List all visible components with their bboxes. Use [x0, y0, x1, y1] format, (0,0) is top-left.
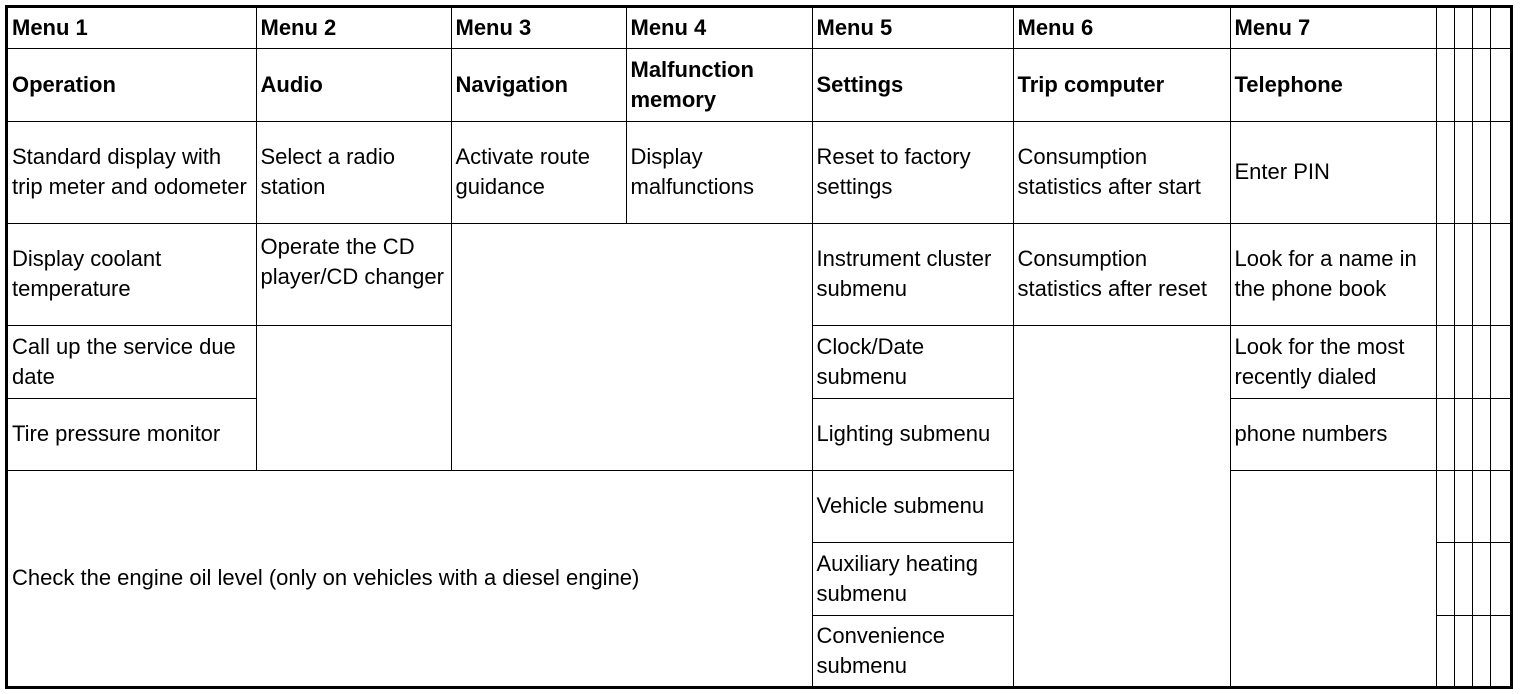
settings-item: Auxiliary heating submenu: [812, 541, 1014, 616]
navigation-item: Activate route guidance: [450, 120, 627, 224]
settings-item: Convenience submenu: [812, 614, 1014, 686]
spare-cell: [1489, 47, 1510, 122]
audio-item: Operate the CD player/CD changer: [255, 222, 452, 326]
spare-cell: [1453, 614, 1473, 686]
menu-2-number: Menu 2: [255, 8, 452, 49]
spare-cell: [1435, 469, 1455, 543]
menu-2-title: Audio: [255, 47, 452, 122]
spare-cell: [1471, 541, 1491, 616]
operation-item: Tire pressure monitor: [8, 397, 257, 471]
menu-5-title: Settings: [811, 47, 1014, 122]
operation-item: Call up the service due date: [8, 324, 257, 399]
operation-item: Display coolant temperature: [8, 222, 257, 326]
menu-4-title: Malfunction memory: [625, 47, 813, 122]
table-row: Check the engine oil level (only on vehi…: [8, 469, 1510, 687]
spare-cell: [1453, 324, 1473, 399]
telephone-item: Enter PIN: [1229, 120, 1437, 224]
spare-cell: [1489, 222, 1510, 326]
spare-cell: [1453, 47, 1473, 122]
spare-cell: [1435, 614, 1455, 686]
spare-cell: [1489, 8, 1510, 49]
spare-cell: [1471, 614, 1491, 686]
spare-cell: [1435, 120, 1455, 224]
spare-cell: [1453, 120, 1473, 224]
telephone-item: Look for a name in the phone book: [1229, 222, 1437, 326]
menu-overview-page: Menu 1 Menu 2 Menu 3 Menu 4 Menu 5 Menu …: [5, 5, 1513, 689]
header-row-menu-numbers: Menu 1 Menu 2 Menu 3 Menu 4 Menu 5 Menu …: [8, 8, 1510, 49]
trip-computer-item: Consumption statistics after start: [1012, 120, 1231, 224]
spare-cell: [1489, 469, 1510, 543]
menu-3-number: Menu 3: [450, 8, 627, 49]
table-row: Standard display with trip meter and odo…: [8, 120, 1510, 224]
spare-cell: [1453, 8, 1473, 49]
settings-item: Clock/Date submenu: [811, 324, 1014, 399]
spare-cell: [1471, 222, 1491, 326]
menu-overview-table: Menu 1 Menu 2 Menu 3 Menu 4 Menu 5 Menu …: [8, 8, 1510, 687]
telephone-item: Look for the most recently dialed: [1229, 324, 1437, 399]
spare-cell: [1471, 120, 1491, 224]
table-row: Tire pressure monitor Lighting submenu p…: [8, 397, 1510, 471]
spare-cell: [1453, 397, 1473, 471]
spare-cell: [1453, 222, 1473, 326]
table-row: Display coolant temperature Operate the …: [8, 222, 1510, 471]
menu-4-number: Menu 4: [625, 8, 813, 49]
menu-6-number: Menu 6: [1012, 8, 1231, 49]
trip-computer-item: Consumption statistics after reset: [1012, 222, 1231, 326]
settings-item: Reset to factory settings: [811, 120, 1014, 224]
spare-cell: [1489, 541, 1510, 616]
empty-cell: [1012, 324, 1231, 687]
spare-cell: [1453, 469, 1473, 543]
telephone-item: phone numbers: [1229, 397, 1437, 471]
operation-item: Standard display with trip meter and odo…: [8, 120, 257, 224]
audio-item: Select a radio station: [255, 120, 452, 224]
empty-cell: [1229, 469, 1437, 687]
settings-item: Instrument cluster submenu: [811, 222, 1014, 326]
menu-5-number: Menu 5: [811, 8, 1014, 49]
menu-6-title: Trip computer: [1012, 47, 1231, 122]
spare-cell: [1435, 324, 1455, 399]
shared-note: Check the engine oil level (only on vehi…: [8, 469, 813, 687]
menu-1-number: Menu 1: [8, 8, 257, 49]
table-row: Call up the service due date Clock/Date …: [8, 324, 1510, 687]
table-row: Auxiliary heating submenu: [8, 541, 1510, 616]
spare-cell: [1453, 541, 1473, 616]
spare-cell: [1471, 8, 1491, 49]
menu-7-number: Menu 7: [1229, 8, 1437, 49]
spare-cell: [1489, 324, 1510, 399]
spare-cell: [1489, 397, 1510, 471]
settings-item: Vehicle submenu: [811, 469, 1014, 543]
spare-cell: [1489, 120, 1510, 224]
spare-cell: [1471, 324, 1491, 399]
spare-cell: [1435, 47, 1455, 122]
spare-cell: [1435, 541, 1455, 616]
menu-1-title: Operation: [8, 47, 257, 122]
menu-3-title: Navigation: [450, 47, 627, 122]
spare-cell: [1471, 47, 1491, 122]
spare-cell: [1489, 614, 1510, 686]
header-row-menu-titles: Operation Audio Navigation Malfunction m…: [8, 47, 1510, 122]
spare-cell: [1435, 222, 1455, 326]
spare-cell: [1471, 469, 1491, 543]
spare-cell: [1435, 397, 1455, 471]
empty-cell: [255, 324, 452, 471]
spare-cell: [1471, 397, 1491, 471]
spare-cell: [1435, 8, 1455, 49]
settings-item: Lighting submenu: [811, 397, 1014, 471]
empty-cell: [450, 222, 813, 471]
table-row: Convenience submenu: [8, 614, 1510, 686]
malfunction-memory-item: Display malfunctions: [625, 120, 813, 224]
menu-7-title: Telephone: [1229, 47, 1437, 122]
